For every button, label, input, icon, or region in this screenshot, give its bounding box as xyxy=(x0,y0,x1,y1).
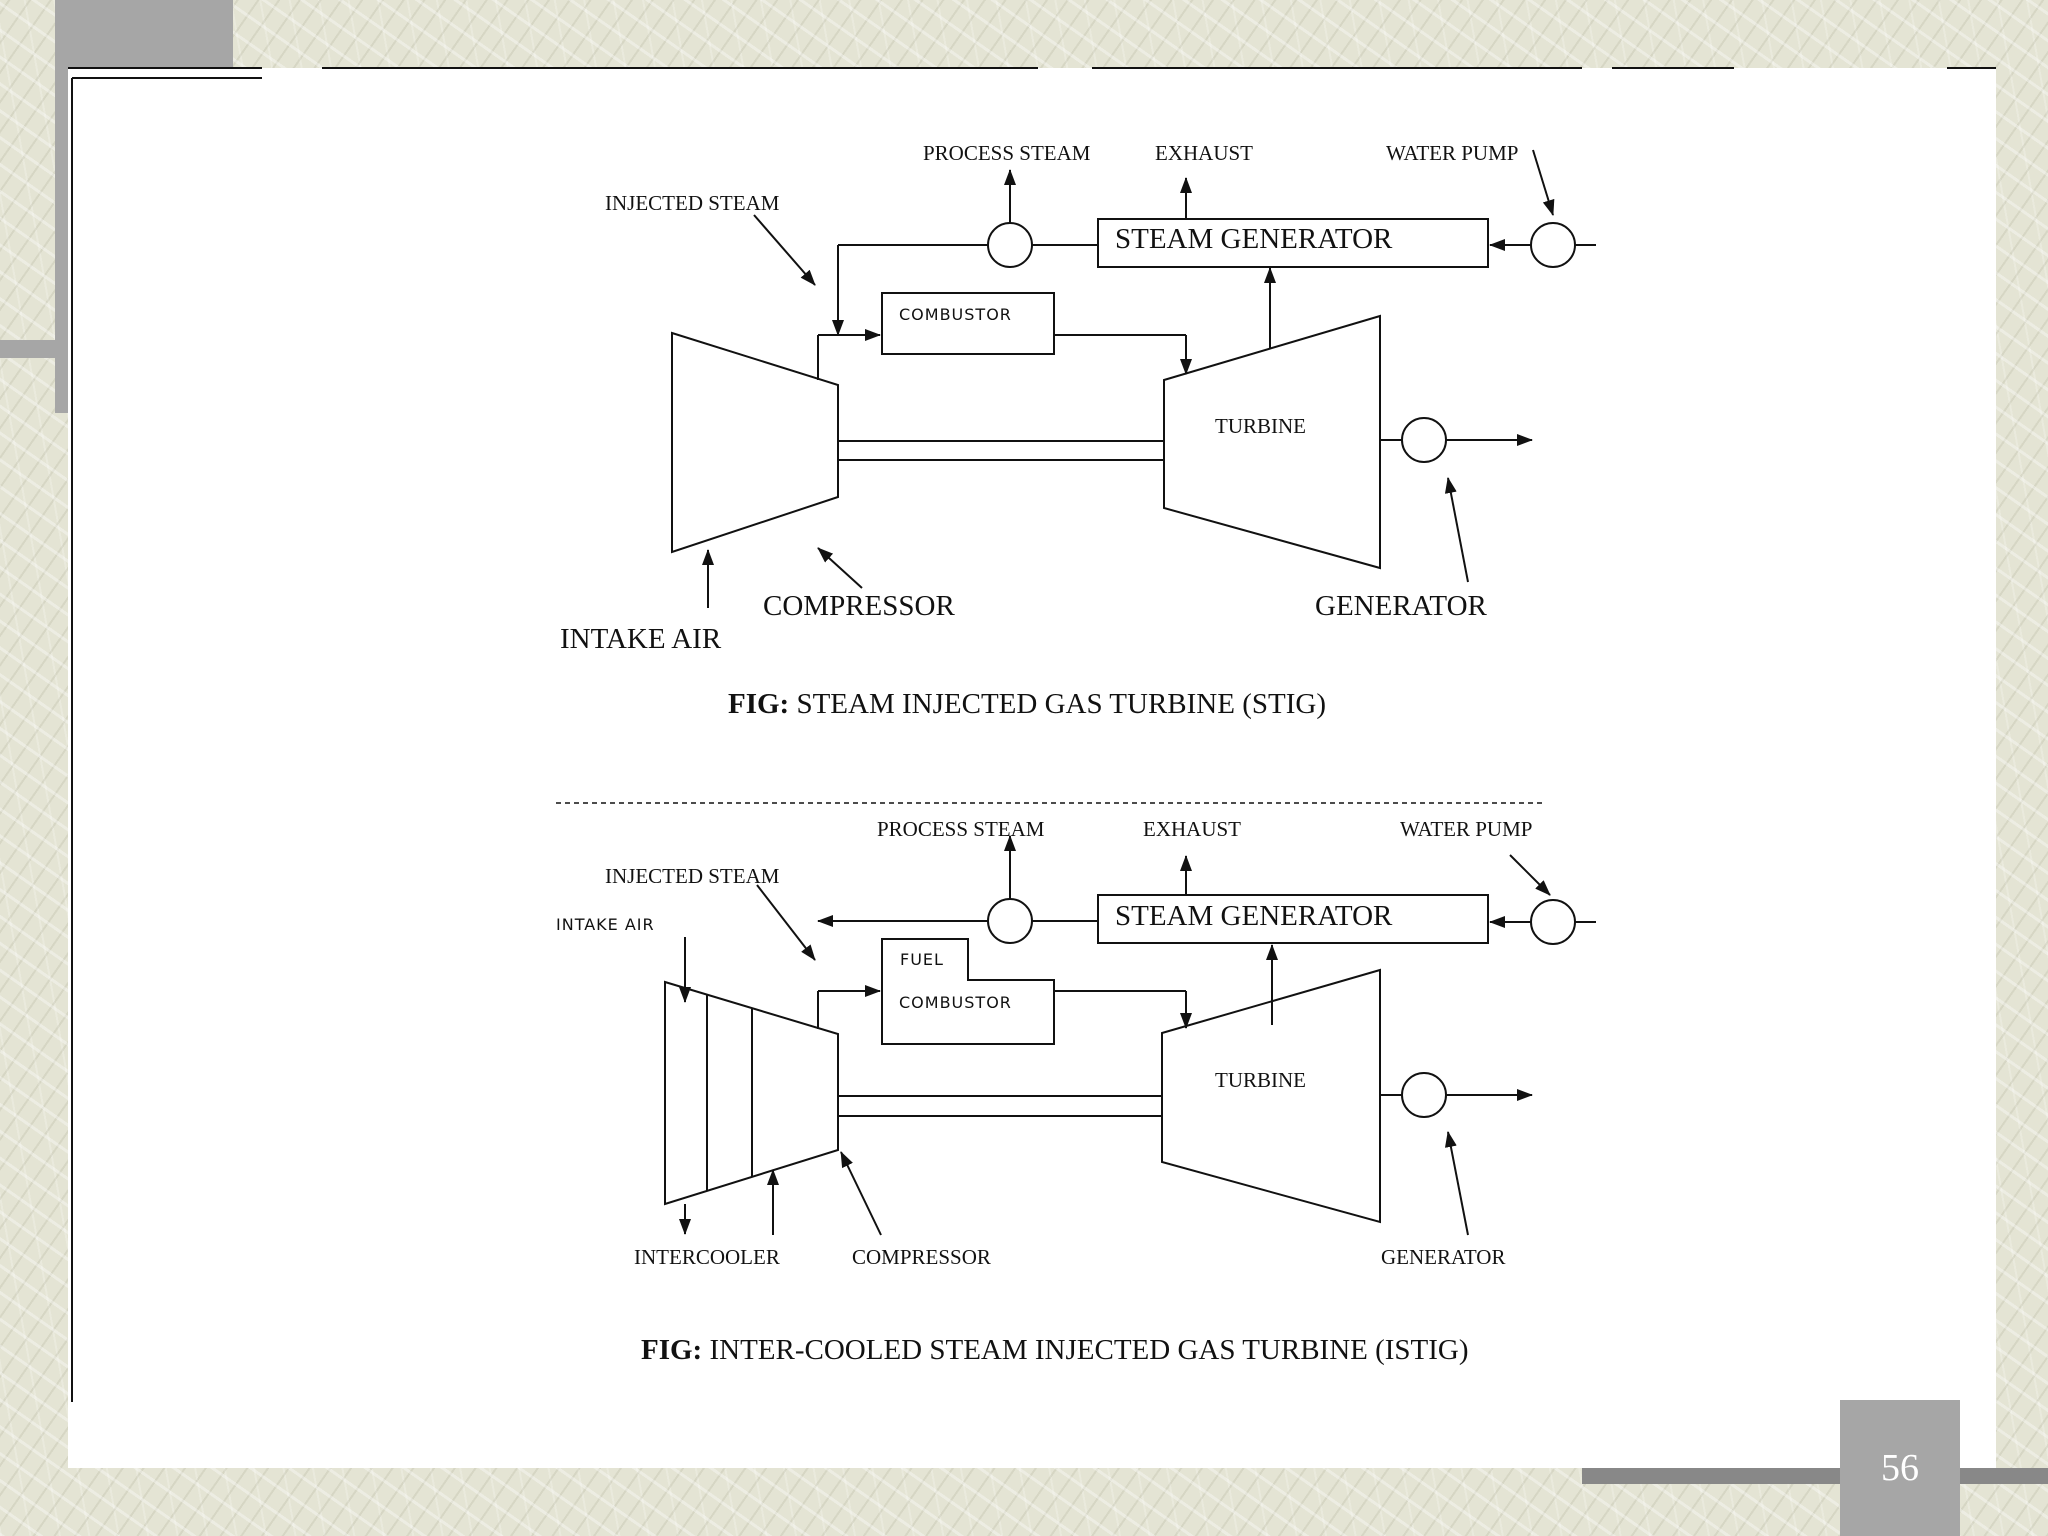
page-number: 56 xyxy=(1881,1447,1919,1489)
istig-combustor xyxy=(881,938,1055,1045)
istig-caption: FIG: INTER-COOLED STEAM INJECTED GAS TUR… xyxy=(641,1334,1469,1366)
istig-label-fuel: FUEL xyxy=(900,950,944,969)
bottom-accent-bar-right xyxy=(1960,1468,2048,1484)
stig-label-turbine: TURBINE xyxy=(1215,414,1306,438)
istig-label-exhaust: EXHAUST xyxy=(1143,817,1241,841)
istig-label-combustor: COMBUSTOR xyxy=(899,993,1012,1012)
stig-steam-generator xyxy=(1097,218,1489,268)
stig-turbine xyxy=(1163,314,1381,570)
stig-caption-prefix: FIG: xyxy=(728,688,789,720)
istig-compressor xyxy=(664,980,839,1206)
istig-process-steam-valve xyxy=(987,898,1033,944)
stig-label-intake-air: INTAKE AIR xyxy=(560,623,722,655)
istig-steam-generator xyxy=(1097,894,1489,944)
istig-caption-text: INTER-COOLED STEAM INJECTED GAS TURBINE … xyxy=(702,1334,1468,1366)
stig-label-compressor: COMPRESSOR xyxy=(763,590,955,622)
istig-caption-prefix: FIG: xyxy=(641,1334,702,1366)
frame-lines xyxy=(68,67,1996,1402)
stig-label-exhaust: EXHAUST xyxy=(1155,141,1253,165)
istig-label-water-pump: WATER PUMP xyxy=(1400,817,1532,841)
istig-label-injected-steam: INJECTED STEAM xyxy=(605,864,780,888)
stig-caption-text: STEAM INJECTED GAS TURBINE (STIG) xyxy=(789,688,1326,720)
corner-block-bottom-right xyxy=(1840,1400,1960,1536)
figure-istig xyxy=(664,835,1596,1236)
istig-label-turbine: TURBINE xyxy=(1215,1068,1306,1092)
stig-label-combustor: COMBUSTOR xyxy=(899,305,1012,324)
left-accent-bar xyxy=(55,68,68,413)
stig-compressor xyxy=(671,331,839,554)
stig-label-steam-generator: STEAM GENERATOR xyxy=(1115,223,1393,255)
stig-label-process-steam: PROCESS STEAM xyxy=(923,141,1091,165)
stig-label-water-pump: WATER PUMP xyxy=(1386,141,1518,165)
figure-istig-labels: PROCESS STEAM EXHAUST WATER PUMP INJECTE… xyxy=(556,817,1532,1366)
istig-label-intercooler: INTERCOOLER xyxy=(634,1245,780,1269)
istig-label-process-steam: PROCESS STEAM xyxy=(877,817,1045,841)
stig-caption: FIG: STEAM INJECTED GAS TURBINE (STIG) xyxy=(728,688,1326,720)
istig-label-intake-air: INTAKE AIR xyxy=(556,915,655,934)
stig-generator xyxy=(1401,417,1447,463)
figure-stig xyxy=(671,149,1596,608)
slide-panel xyxy=(68,68,1996,1468)
istig-label-compressor: COMPRESSOR xyxy=(852,1245,991,1269)
stig-label-injected-steam: INJECTED STEAM xyxy=(605,191,780,215)
istig-generator xyxy=(1401,1072,1447,1118)
istig-label-steam-generator: STEAM GENERATOR xyxy=(1115,900,1393,932)
istig-water-pump xyxy=(1530,899,1576,945)
istig-turbine xyxy=(1161,968,1381,1224)
stig-process-steam-valve xyxy=(987,222,1033,268)
istig-label-generator: GENERATOR xyxy=(1381,1245,1505,1269)
bottom-accent-bar xyxy=(1582,1468,1840,1484)
figure-stig-labels: PROCESS STEAM EXHAUST WATER PUMP INJECTE… xyxy=(560,141,1518,720)
stig-water-pump xyxy=(1530,222,1576,268)
corner-block-top-left xyxy=(55,0,233,68)
left-tick-bar xyxy=(0,340,68,358)
stig-combustor xyxy=(881,292,1055,355)
stig-label-generator: GENERATOR xyxy=(1315,590,1488,622)
